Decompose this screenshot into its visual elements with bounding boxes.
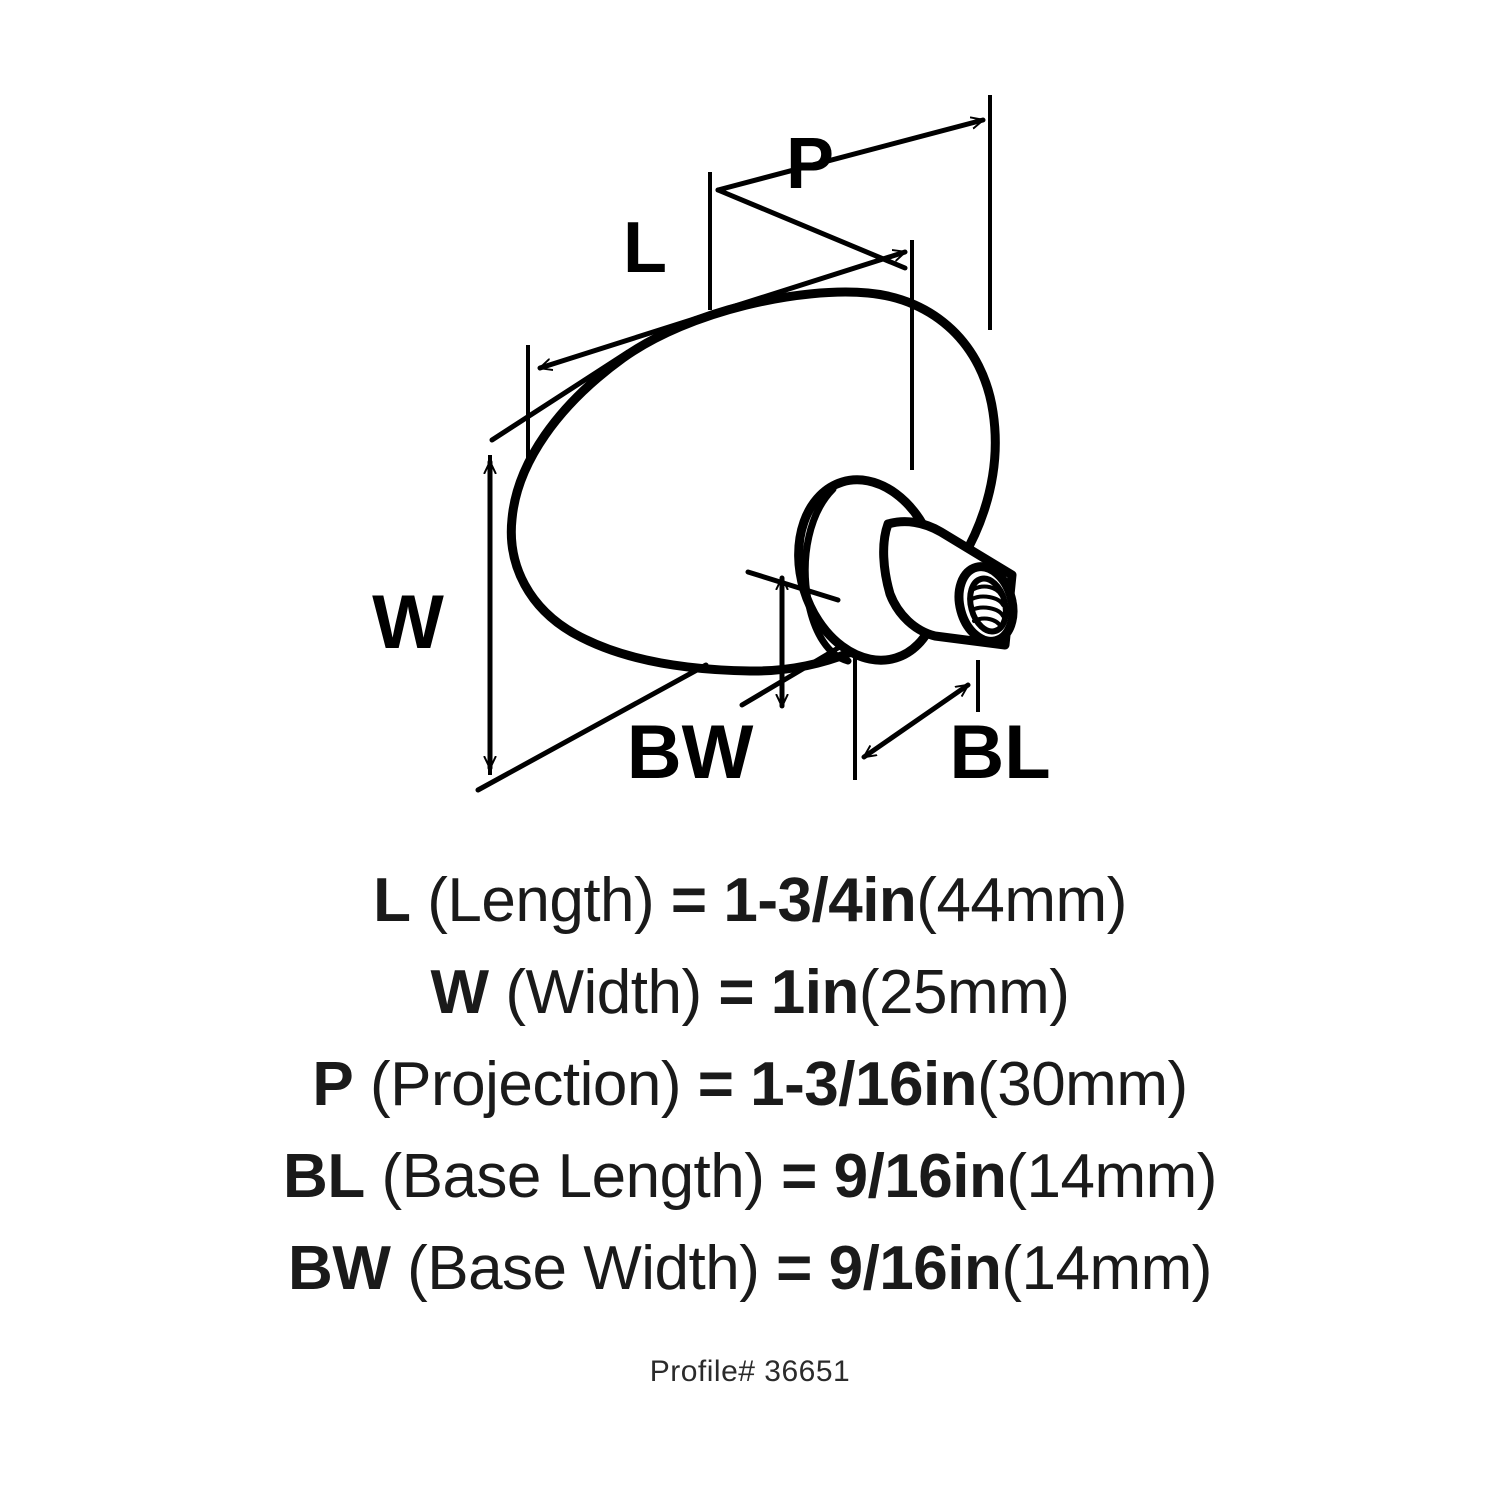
spec-metric-base-length: (14mm) xyxy=(1006,1142,1217,1211)
spec-symbol-base-width: BW xyxy=(288,1234,391,1303)
dimension-label-length: L xyxy=(623,208,667,288)
spec-symbol-base-length: BL xyxy=(283,1142,365,1211)
spec-imperial-base-length: 9/16in xyxy=(833,1142,1007,1211)
dimension-arrow-length xyxy=(537,252,908,368)
dimension-label-width: W xyxy=(372,580,444,665)
spec-metric-projection: (30mm) xyxy=(977,1050,1188,1119)
spec-row-length: L (Length) = 1-3/4in(44mm) xyxy=(0,855,1500,947)
spec-equals-base-width: = xyxy=(776,1234,812,1303)
spec-equals-base-length: = xyxy=(781,1142,817,1211)
spec-description-length: (Length) xyxy=(427,866,655,935)
spec-symbol-projection: P xyxy=(312,1050,354,1119)
spec-symbol-width: W xyxy=(430,958,490,1027)
spec-imperial-width: 1in xyxy=(770,958,860,1027)
spec-equals-width: = xyxy=(718,958,755,1027)
spec-description-width: (Width) xyxy=(505,958,702,1027)
spec-description-projection: (Projection) xyxy=(369,1050,682,1119)
base-flange-inner-rim xyxy=(801,485,852,665)
knob-diagram-svg: L P W BW BL xyxy=(372,95,1051,795)
spec-row-width: W (Width) = 1in(25mm) xyxy=(0,947,1500,1039)
leader-bw-top xyxy=(745,569,841,603)
spec-row-projection: P (Projection) = 1-3/16in(30mm) xyxy=(0,1039,1500,1131)
dimension-arrow-base-length xyxy=(861,682,971,760)
spec-imperial-projection: 1-3/16in xyxy=(750,1050,978,1119)
spec-equals-projection: = xyxy=(697,1050,734,1119)
spec-imperial-length: 1-3/4in xyxy=(723,866,917,935)
spec-symbol-length: L xyxy=(373,866,411,935)
dimension-arrow-projection-upper xyxy=(715,120,986,193)
spec-metric-length: (44mm) xyxy=(916,866,1127,935)
spec-row-base-width: BW (Base Width) = 9/16in(14mm) xyxy=(0,1223,1500,1315)
spec-metric-width: (25mm) xyxy=(858,958,1070,1027)
spec-row-base-length: BL (Base Length) = 9/16in(14mm) xyxy=(0,1131,1500,1223)
profile-number: Profile# 36651 xyxy=(649,1355,851,1388)
knob-base-group xyxy=(794,475,1018,665)
dimension-label-base-length: BL xyxy=(949,710,1050,795)
dimension-arrows xyxy=(490,120,986,771)
thread-lines xyxy=(970,584,1005,629)
knob-diagram: L P W BW BL xyxy=(372,95,1051,795)
spec-description-base-width: (Base Width) xyxy=(407,1234,760,1303)
spec-description-base-length: (Base Length) xyxy=(381,1142,765,1211)
spec-metric-base-width: (14mm) xyxy=(1001,1234,1212,1303)
dimension-label-base-width: BW xyxy=(627,710,754,795)
specification-list: L (Length) = 1-3/4in(44mm) W (Width) = 1… xyxy=(0,855,1500,1315)
dimension-label-projection: P xyxy=(786,124,834,204)
spec-equals-length: = xyxy=(670,866,707,935)
spec-imperial-base-width: 9/16in xyxy=(828,1234,1002,1303)
dimension-arrow-projection-lower xyxy=(715,187,908,271)
leader-w-bottom xyxy=(475,662,709,793)
leader-bw xyxy=(739,645,841,708)
